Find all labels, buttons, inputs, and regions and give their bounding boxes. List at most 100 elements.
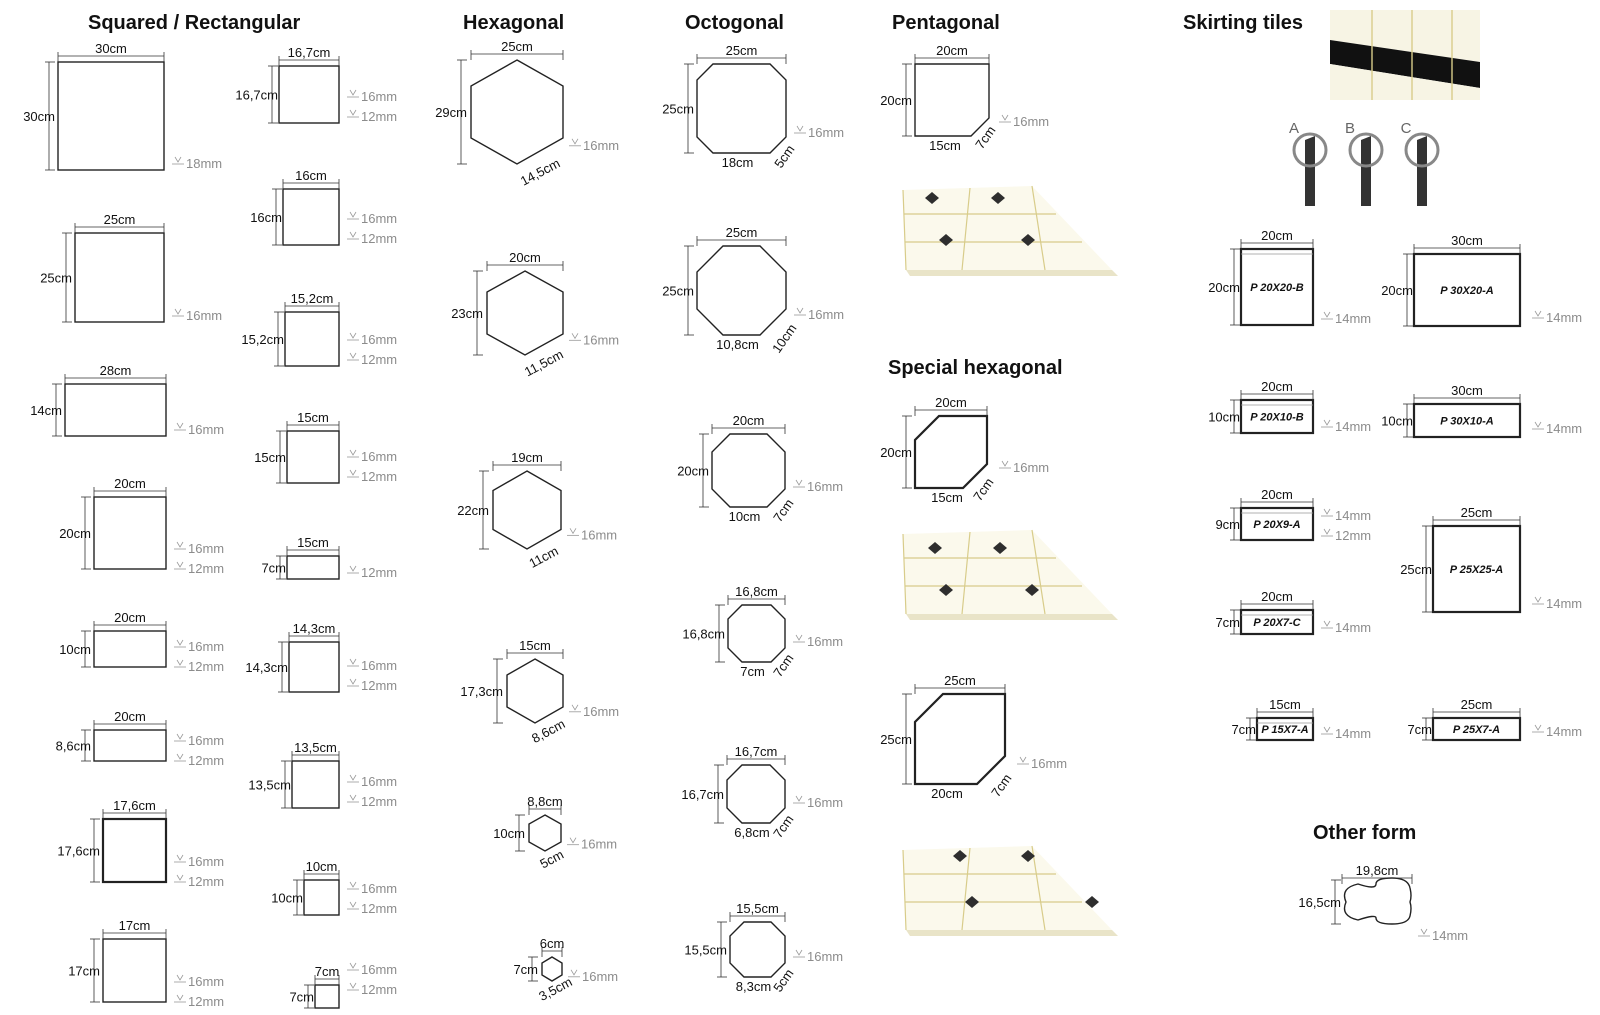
profile-bar (1305, 150, 1315, 206)
thickness-label: 12mm (188, 753, 224, 768)
thickness-label: 12mm (361, 565, 397, 580)
height-label: 17,6cm (57, 844, 100, 859)
thickness-arrow (174, 156, 182, 163)
square-tile-item: 20cm 8,6cm 16mm 12mm (56, 709, 225, 768)
height-label: 20cm (880, 445, 912, 460)
thickness-arrow (1323, 508, 1331, 515)
height-label: 16,5cm (1298, 895, 1341, 910)
height-label: 15,5cm (684, 943, 727, 958)
side-label: 11cm (526, 543, 560, 571)
skirting-tile-shape (1431, 716, 1522, 742)
width-label: 20cm (935, 395, 967, 410)
thickness-label: 12mm (188, 994, 224, 1009)
thickness-label: 16mm (807, 949, 843, 964)
thickness-label: 12mm (361, 231, 397, 246)
corner-label: 7cm (970, 475, 996, 504)
thickness-label: 16mm (188, 854, 224, 869)
oct-tile-shape (727, 604, 786, 663)
title-squared: Squared / Rectangular (88, 12, 300, 34)
title-pentagonal: Pentagonal (892, 12, 1000, 34)
corner-label: 10cm (769, 321, 800, 356)
thickness-label: 12mm (188, 874, 224, 889)
thickness-arrow (349, 774, 357, 781)
height-label: 20cm (59, 526, 91, 541)
skirting-code: P 15X7-A (1261, 724, 1308, 736)
thickness-arrow (176, 854, 184, 861)
skirting-tile-shape (1412, 402, 1522, 439)
thickness-arrow (349, 211, 357, 218)
height-label: 7cm (1407, 722, 1432, 737)
thickness-arrow (795, 795, 803, 802)
width-label: 14,3cm (293, 621, 336, 636)
height-label: 15cm (254, 450, 286, 465)
thickness-arrow (349, 449, 357, 456)
square-tile-item: 20cm 20cm 16mm 12mm (59, 476, 224, 576)
width-label: 20cm (114, 709, 146, 724)
thickness-arrow (796, 125, 804, 132)
thickness-arrow (176, 974, 184, 981)
thickness-arrow (1534, 421, 1542, 428)
square-tile-shape (57, 61, 165, 171)
height-label: 9cm (1215, 517, 1240, 532)
height-label: 8,6cm (56, 739, 91, 754)
thickness-arrow (1323, 726, 1331, 733)
square-tile-shape (282, 188, 340, 246)
thickness-label: 14mm (1335, 620, 1371, 635)
thickness-arrow (1001, 114, 1009, 121)
height-label: 25cm (1400, 562, 1432, 577)
height-label: 14,3cm (245, 660, 288, 675)
thickness-label: 16mm (188, 733, 224, 748)
thickness-arrow (1420, 928, 1428, 935)
base-label: 10,8cm (716, 337, 759, 352)
floor-dot (925, 192, 939, 204)
width-label: 20cm (936, 43, 968, 58)
profile-A: A (1289, 120, 1328, 206)
floor-dot (1021, 234, 1035, 246)
wall-preview (1330, 10, 1480, 62)
width-label: 20cm (114, 476, 146, 491)
height-label: 16,8cm (682, 627, 725, 642)
thickness-arrow (796, 307, 804, 314)
width-label: 20cm (509, 250, 541, 265)
special-hex-shape (913, 414, 989, 490)
height-label: 13,5cm (248, 778, 291, 793)
grout-line (902, 849, 907, 931)
profile-C: C (1401, 120, 1440, 206)
thickness-arrow (349, 962, 357, 969)
height-label: 25cm (662, 284, 694, 299)
thickness-label: 12mm (188, 561, 224, 576)
height-label: 25cm (880, 732, 912, 747)
height-label: 25cm (40, 271, 72, 286)
skirting-code: P 20X9-A (1253, 519, 1300, 531)
height-label: 16,7cm (681, 787, 724, 802)
width-label: 25cm (1461, 697, 1493, 712)
width-label: 20cm (1261, 589, 1293, 604)
floor-dot (1085, 896, 1099, 908)
profile-ring (1292, 132, 1328, 168)
thickness-arrow (349, 794, 357, 801)
thickness-arrow (176, 639, 184, 646)
base-label: 20cm (931, 786, 963, 801)
thickness-label: 16mm (361, 962, 397, 977)
height-label: 10cm (271, 891, 303, 906)
hex-tile-shape (541, 956, 563, 982)
thickness-label: 12mm (361, 982, 397, 997)
thickness-arrow (349, 231, 357, 238)
thickness-label: 16mm (1013, 460, 1049, 475)
thickness-arrow (1323, 620, 1331, 627)
grout-line (902, 189, 907, 271)
height-label: 23cm (451, 306, 483, 321)
thickness-label: 16mm (188, 541, 224, 556)
